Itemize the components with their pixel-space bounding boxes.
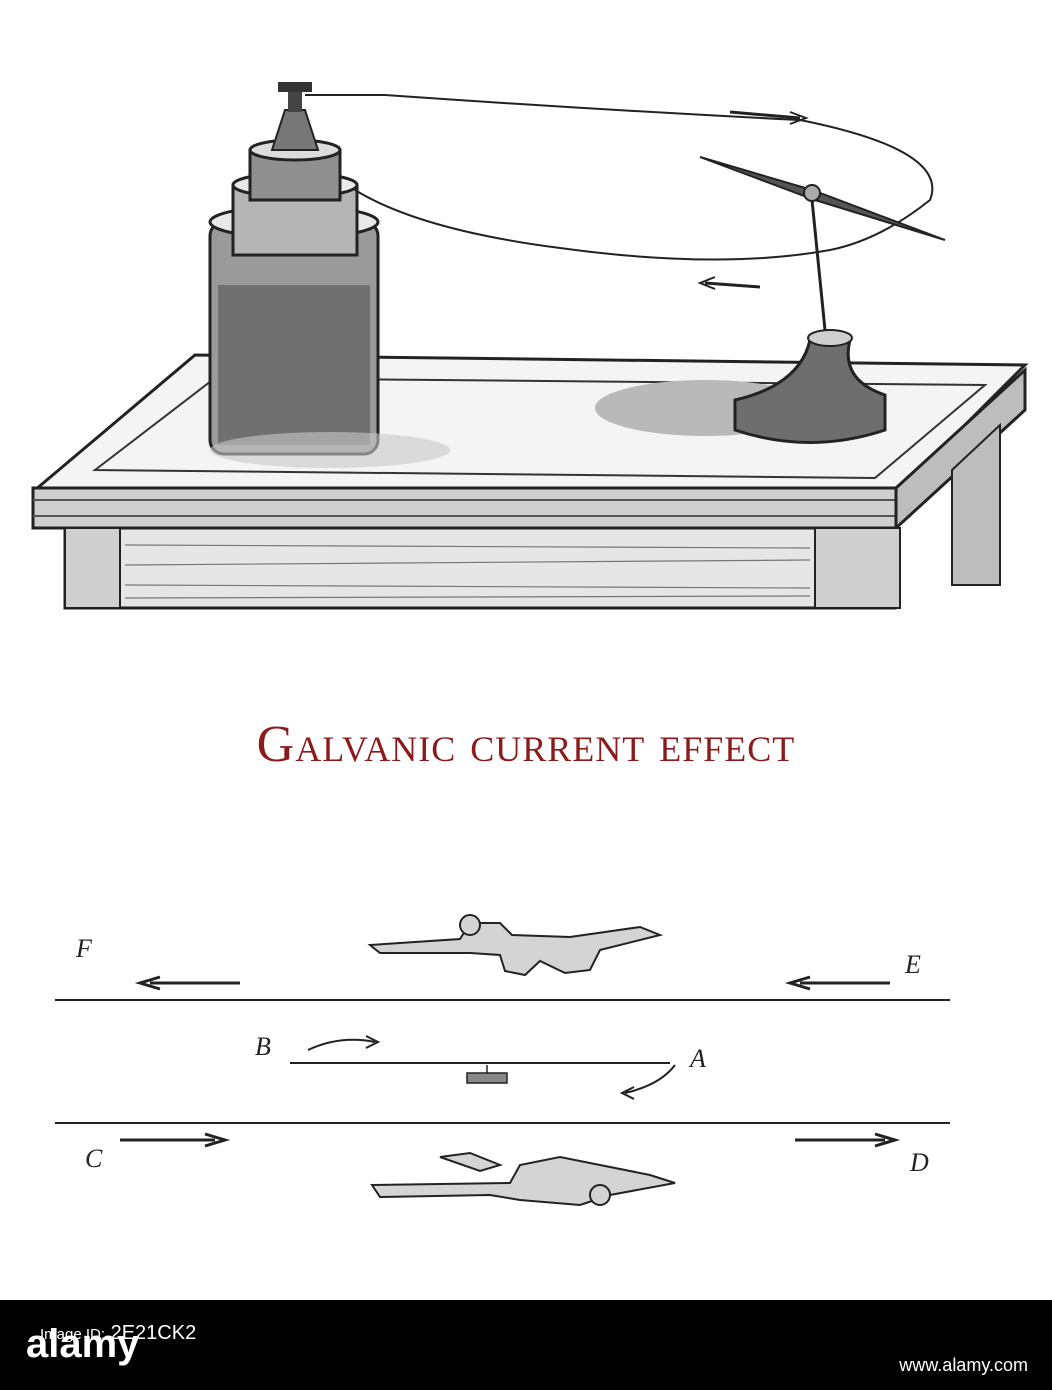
current-arrow-lower — [704, 281, 761, 289]
caption-title: Galvanic current effect — [256, 716, 796, 773]
arrow-a — [619, 1064, 676, 1100]
watermark-bar: alamy — [0, 1300, 1052, 1390]
label-c: C — [85, 1144, 103, 1173]
wire-lower — [354, 189, 831, 261]
site-url: www.alamy.com — [899, 1355, 1028, 1375]
battery-carbon-rod — [270, 109, 320, 151]
arrow-d — [795, 1132, 901, 1148]
swimmer-lower — [370, 1151, 676, 1207]
label-a: A — [688, 1044, 706, 1073]
current-direction-diagram: F E B A C D — [55, 914, 950, 1207]
label-f: F — [75, 934, 93, 963]
table-top-inlay — [92, 376, 988, 480]
needle-pivot-stand — [810, 199, 828, 341]
alamy-logo: alamy — [26, 1322, 140, 1366]
table-edge — [31, 486, 898, 530]
battery-shadow — [210, 432, 450, 468]
magnetic-needle — [699, 156, 946, 241]
label-e: E — [904, 950, 921, 979]
image-id: Image ID: 2E21CK2 — [40, 1322, 196, 1345]
arrow-e — [784, 975, 890, 991]
arrow-f — [134, 975, 240, 991]
current-arrow-upper — [729, 110, 801, 120]
table-leg-right — [814, 527, 901, 609]
arrow-c — [120, 1132, 231, 1148]
label-d: D — [909, 1148, 929, 1177]
arrow-b — [307, 1035, 381, 1051]
image-id-label: Image ID: — [40, 1326, 106, 1343]
table-side — [894, 366, 1027, 532]
table-leg-back — [951, 422, 1001, 586]
swimmer-upper — [367, 914, 664, 977]
table-leg-left — [64, 527, 121, 609]
magnetic-needle-small — [466, 1072, 508, 1084]
label-b: B — [255, 1032, 271, 1061]
wire-upper — [305, 94, 934, 251]
battery-and-compass-engraving — [30, 82, 1029, 610]
image-id-value: 2E21CK2 — [110, 1322, 197, 1344]
